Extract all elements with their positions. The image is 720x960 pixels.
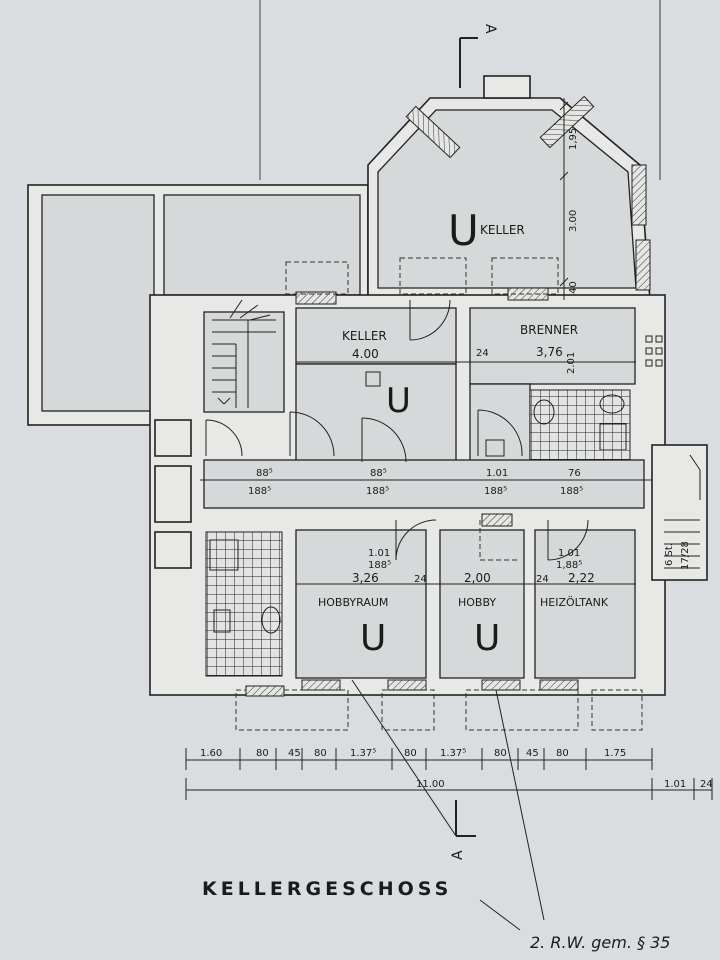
- bottom-dim: 80: [404, 748, 417, 759]
- door-dim: 188⁵: [248, 486, 271, 497]
- section-mark-bottom: A: [351, 679, 545, 931]
- room-width-brenner: 3,76: [536, 345, 563, 359]
- door-dim: 1.01: [558, 548, 580, 559]
- room-symbol-keller-mid: U: [386, 381, 411, 421]
- rooms: [203, 307, 645, 679]
- exterior-stairs: [664, 454, 701, 569]
- plan-title: KELLERGESCHOSS: [202, 878, 452, 900]
- door-dim: 1.01: [486, 468, 508, 479]
- room-brenner: [469, 307, 636, 385]
- bottom-dim: 1.60: [200, 748, 222, 759]
- room-symbol-keller-top: U: [448, 206, 479, 255]
- section-letter-top: A: [482, 24, 498, 34]
- vertical-dim: 3.00: [568, 210, 579, 232]
- doors: [205, 299, 589, 561]
- toilet-icon: [533, 399, 555, 425]
- section-letter-bottom: A: [450, 850, 466, 860]
- door-dim: 76: [568, 468, 581, 479]
- wall-width-label: 24: [536, 574, 549, 585]
- bottom-dimension-chain: 1.60 80 45 80 1.37⁵ 80 1.37⁵ 80 45 80 1.…: [185, 748, 713, 800]
- bottom-dim: 45: [288, 748, 301, 759]
- total-dim: 11.00: [416, 779, 445, 790]
- wall-width-label: 24: [476, 348, 489, 359]
- door-dim: 88⁵: [256, 468, 273, 479]
- stair-steps: [212, 299, 276, 408]
- stair-dim: 6 St.: [664, 543, 675, 566]
- bottom-dim: 80: [314, 748, 327, 759]
- bottom-dim: 1.75: [604, 748, 626, 759]
- vertical-dim: 2.01: [566, 352, 577, 374]
- room-name-hobby: HOBBY: [458, 596, 496, 609]
- bottom-dim: 80: [494, 748, 507, 759]
- total-dim: 1.01: [664, 779, 686, 790]
- bottom-dim: 1.37⁵: [440, 748, 466, 759]
- bottom-dim: 80: [256, 748, 269, 759]
- door-dim: 188⁵: [368, 560, 391, 571]
- wall-width-label: 24: [414, 574, 427, 585]
- room-heizoeltank: [534, 529, 636, 679]
- room-width-hobby: 2,00: [464, 571, 491, 585]
- bathroom-tiles: [529, 389, 631, 461]
- room-width-keller: 4.00: [352, 347, 379, 361]
- window-sills: [245, 679, 579, 697]
- section-mark-top: A: [459, 24, 498, 88]
- room-hobbyraum: [295, 529, 427, 679]
- light-wells: [235, 257, 643, 731]
- room-hobby: [439, 529, 525, 679]
- corridor: [203, 459, 645, 509]
- fixtures: [209, 335, 663, 634]
- room-name-keller-mid: KELLER: [342, 329, 387, 343]
- room-name-brenner: BRENNER: [520, 323, 578, 337]
- door-dim: 1,88⁵: [556, 560, 582, 571]
- bottom-dim: 80: [556, 748, 569, 759]
- door-dim: 188⁵: [560, 486, 583, 497]
- room-symbol-hobby: U: [474, 618, 500, 659]
- room-name-keller-top: KELLER: [480, 223, 525, 237]
- room-name-heizoeltank: HEIZÖLTANK: [540, 596, 609, 609]
- vertical-dim: 1,95: [568, 128, 579, 150]
- washroom-tiles: [205, 531, 283, 677]
- door-dim: 188⁵: [484, 486, 507, 497]
- room-width-hobbyraum: 3,26: [352, 571, 379, 585]
- total-dim: 24: [700, 779, 713, 790]
- door-dim: 188⁵: [366, 486, 389, 497]
- dimension-lines: [200, 98, 652, 585]
- room-symbol-hobbyraum: U: [360, 618, 386, 659]
- handwritten-annotation: 2. R.W. gem. § 35: [530, 933, 670, 952]
- door-dim: 1.01: [368, 548, 390, 559]
- room-width-heizoeltank: 2,22: [568, 571, 595, 585]
- stair-dim: 17/28: [680, 541, 691, 570]
- vertical-dim: 40: [568, 281, 579, 294]
- staircase: [203, 311, 285, 413]
- room-name-hobbyraum: HOBBYRAUM: [318, 596, 388, 609]
- room-keller-mid: [295, 307, 457, 365]
- door-dim: 88⁵: [370, 468, 387, 479]
- bottom-dim: 1.37⁵: [350, 748, 376, 759]
- bottom-dim: 45: [526, 748, 539, 759]
